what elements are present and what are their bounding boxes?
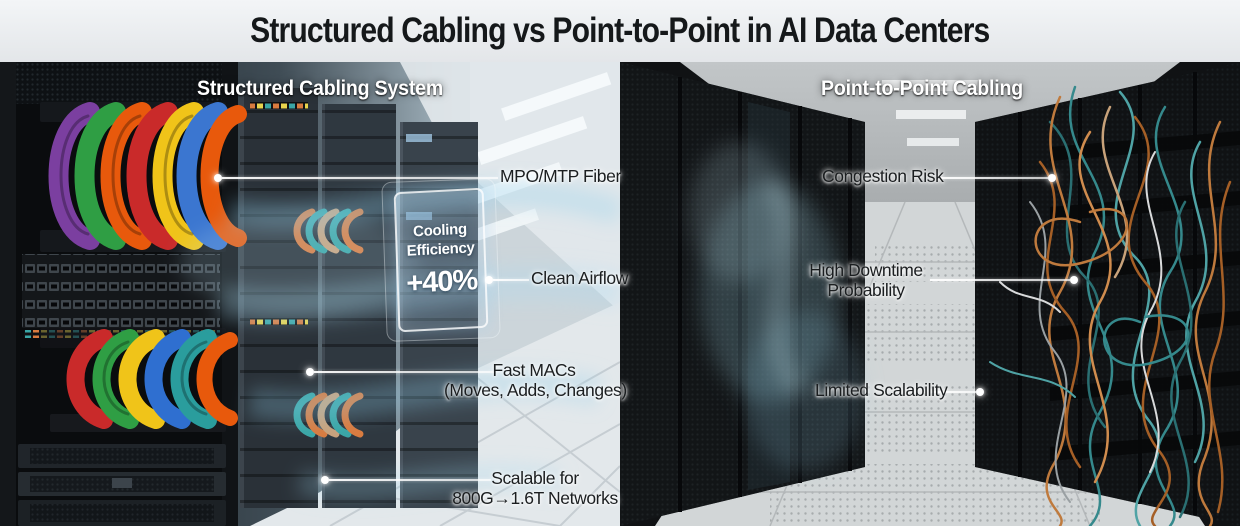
left-panel-header: Structured Cabling System	[196, 77, 444, 100]
label-fast-macs-line1: Fast MACs	[492, 360, 576, 380]
ceiling-lights	[882, 80, 978, 146]
callout-dot-scalable	[321, 476, 329, 484]
callout-line-fast-macs	[314, 371, 494, 373]
label-limited-scalability: Limited Scalability	[815, 380, 948, 400]
corridor-ceiling	[680, 62, 1180, 202]
label-scalable-line2: 800G→1.6T Networks	[452, 488, 618, 508]
title-bar: Structured Cabling vs Point-to-Point in …	[0, 0, 1240, 62]
callout-line-clean-airflow	[493, 279, 529, 281]
label-high-downtime-line1: High Downtime	[809, 260, 923, 280]
callout-line-congestion-risk	[940, 177, 1048, 179]
callout-line-high-downtime	[930, 279, 1070, 281]
cooling-efficiency-panel: Cooling Efficiency +40%	[393, 187, 489, 333]
callout-dot-mpo-fiber	[214, 174, 222, 182]
airflow-streams	[180, 180, 620, 500]
patch-rack	[0, 62, 238, 526]
label-high-downtime: High Downtime Probability	[786, 260, 946, 300]
callout-dot-high-downtime	[1070, 276, 1078, 284]
callout-dot-limited-scalability	[976, 388, 984, 396]
callout-dot-congestion-risk	[1048, 174, 1056, 182]
label-fast-macs: Fast MACs (Moves, Adds, Changes)	[444, 360, 627, 400]
label-mpo-fiber: MPO/MTP Fiber	[500, 166, 621, 186]
label-clean-airflow: Clean Airflow	[531, 268, 628, 288]
tangled-cables	[989, 85, 1232, 526]
callout-dot-clean-airflow	[485, 276, 493, 284]
label-congestion-risk: Congestion Risk	[822, 166, 944, 186]
point-to-point-photo	[620, 62, 1240, 526]
label-scalable: Scalable for 800G→1.6T Networks	[445, 468, 625, 508]
label-high-downtime-line2: Probability	[827, 280, 905, 300]
structured-cable-loops-bottom	[66, 329, 238, 429]
callout-line-mpo-fiber	[222, 177, 498, 179]
smoke-wisps	[690, 142, 865, 472]
structured-cabling-photo	[0, 62, 620, 526]
cooling-line2: Efficiency	[406, 239, 475, 260]
page-title: Structured Cabling vs Point-to-Point in …	[250, 11, 990, 50]
cooling-value: +40%	[405, 264, 478, 300]
callout-line-scalable	[329, 479, 491, 481]
callout-dot-fast-macs	[306, 368, 314, 376]
callout-line-limited-scalability	[932, 391, 976, 393]
label-scalable-line1: Scalable for	[491, 468, 579, 488]
label-fast-macs-line2: (Moves, Adds, Changes)	[444, 380, 627, 400]
right-panel-header: Point-to-Point Cabling	[820, 77, 1024, 100]
